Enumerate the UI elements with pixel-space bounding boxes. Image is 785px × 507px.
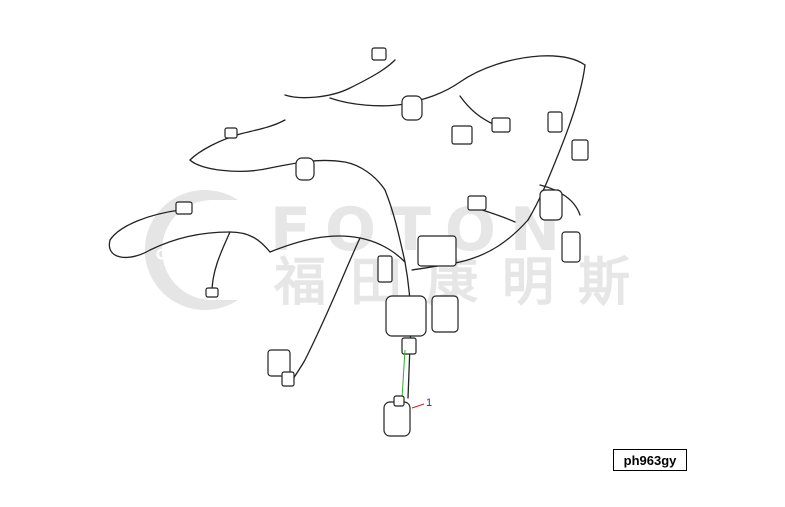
callout-leader-line xyxy=(411,403,425,409)
part-1-sensor xyxy=(383,401,411,437)
watermark-brand-cjk: 福田康明斯 xyxy=(273,253,654,313)
callout-link-line xyxy=(401,349,406,399)
harness-lines xyxy=(108,55,586,399)
watermark-brand-latin: FOTON xyxy=(270,195,574,265)
harness-connectors xyxy=(175,47,589,387)
reference-code: ph963gy xyxy=(623,452,677,468)
callout-part-1: 1 xyxy=(383,349,432,437)
callout-number: 1 xyxy=(426,397,432,409)
reference-code-box: ph963gy xyxy=(613,449,687,471)
